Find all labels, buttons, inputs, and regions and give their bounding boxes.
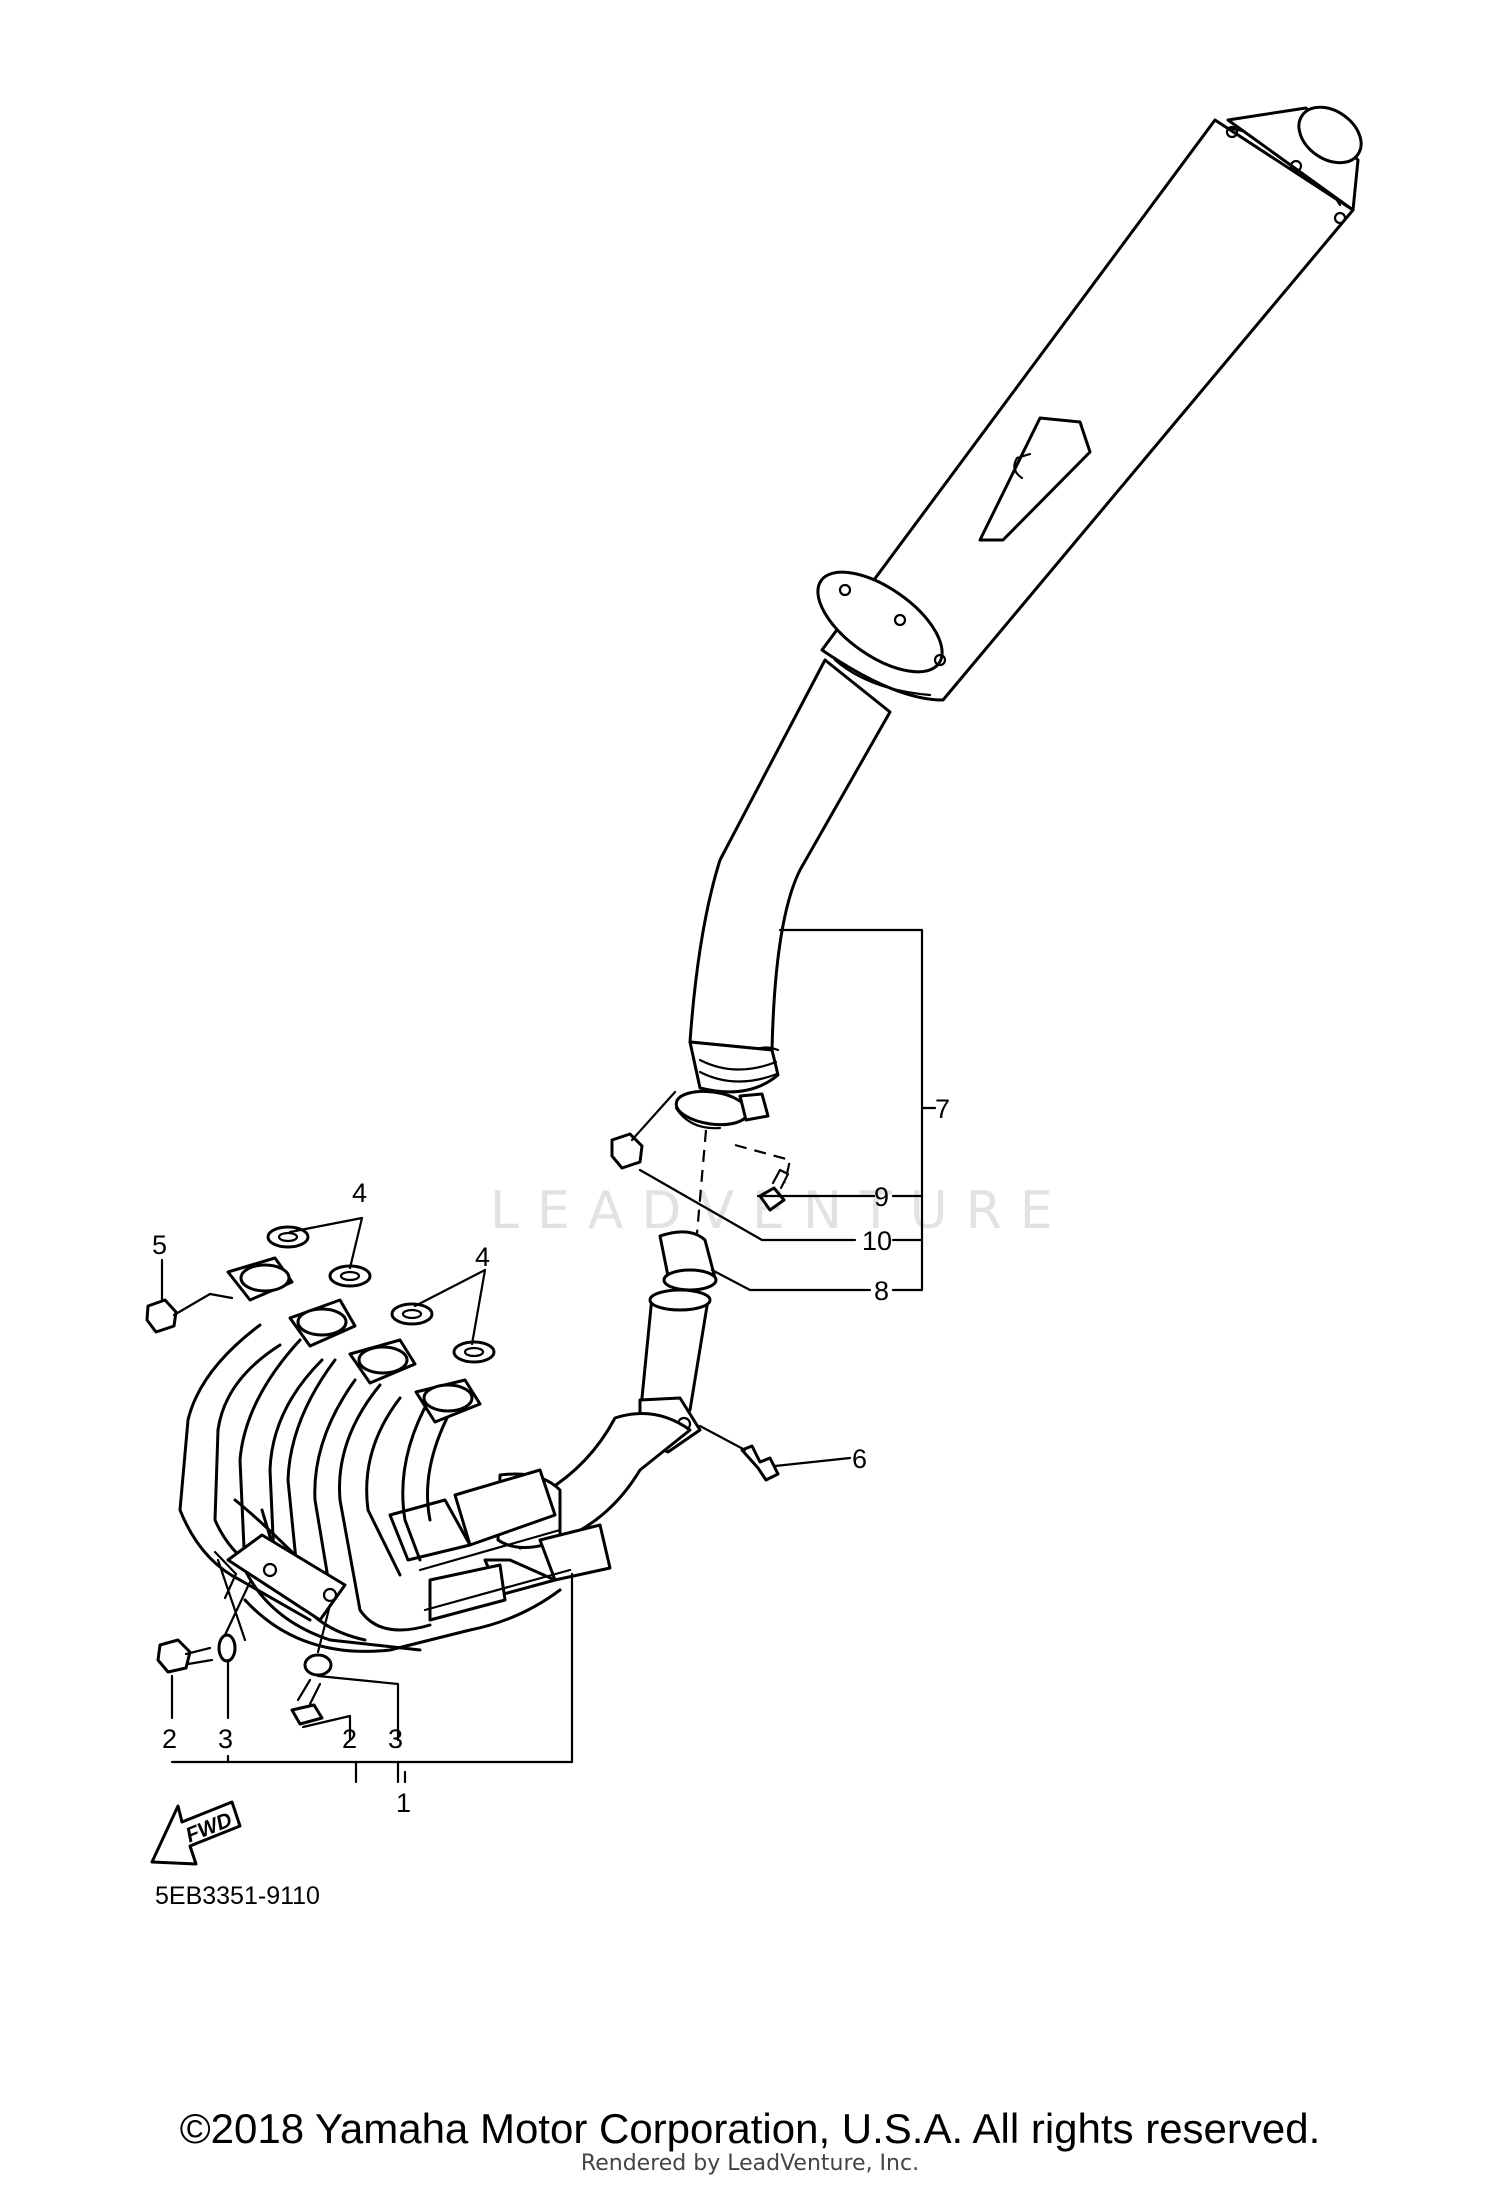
callout-4-upper: 4: [352, 1178, 367, 1208]
callout-2-left: 2: [162, 1724, 177, 1754]
copyright-notice: ©2018 Yamaha Motor Corporation, U.S.A. A…: [179, 2105, 1321, 2152]
fwd-arrow: FWD: [150, 1800, 242, 1866]
callout-6: 6: [852, 1444, 867, 1474]
nut-10: [610, 1090, 677, 1170]
bolt-2-right: [290, 1678, 324, 1726]
bolt-6: [698, 1424, 780, 1482]
mid-pipe: [688, 658, 892, 1052]
muffler-label-plate: [978, 416, 1092, 542]
rendered-by-credit: Rendered by LeadVenture, Inc.: [580, 2151, 920, 2176]
callout-10: 10: [862, 1226, 892, 1256]
callout-7: 7: [935, 1094, 950, 1124]
washer-3-right: [303, 1653, 333, 1677]
exhaust-header-assembly: [178, 1256, 712, 1653]
callout-4-lower: 4: [475, 1242, 490, 1272]
link-pipe-inlet: [688, 1040, 780, 1094]
washer-3-left: [217, 1633, 237, 1663]
callout-3-left: 3: [218, 1724, 233, 1754]
exhaust-gaskets-4: [266, 1225, 496, 1364]
callout-5: 5: [152, 1230, 167, 1260]
part-number-code: 5EB3351-9110: [155, 1882, 320, 1910]
gasket-8: [658, 1230, 718, 1292]
bolt-2-left: [156, 1638, 214, 1674]
leader-lines: [160, 928, 937, 1784]
exhaust-clamp: [674, 1089, 770, 1130]
watermark-text: LEADVENTURE: [490, 1181, 1071, 1241]
nut-5: [145, 1298, 178, 1334]
callout-9: 9: [874, 1182, 889, 1212]
callout-8: 8: [874, 1276, 889, 1306]
bolt-9: [758, 1168, 790, 1212]
callout-1: 1: [396, 1788, 411, 1818]
muffler: [688, 105, 1363, 1072]
callout-3-right: 3: [388, 1724, 403, 1754]
callout-2-right: 2: [342, 1724, 357, 1754]
